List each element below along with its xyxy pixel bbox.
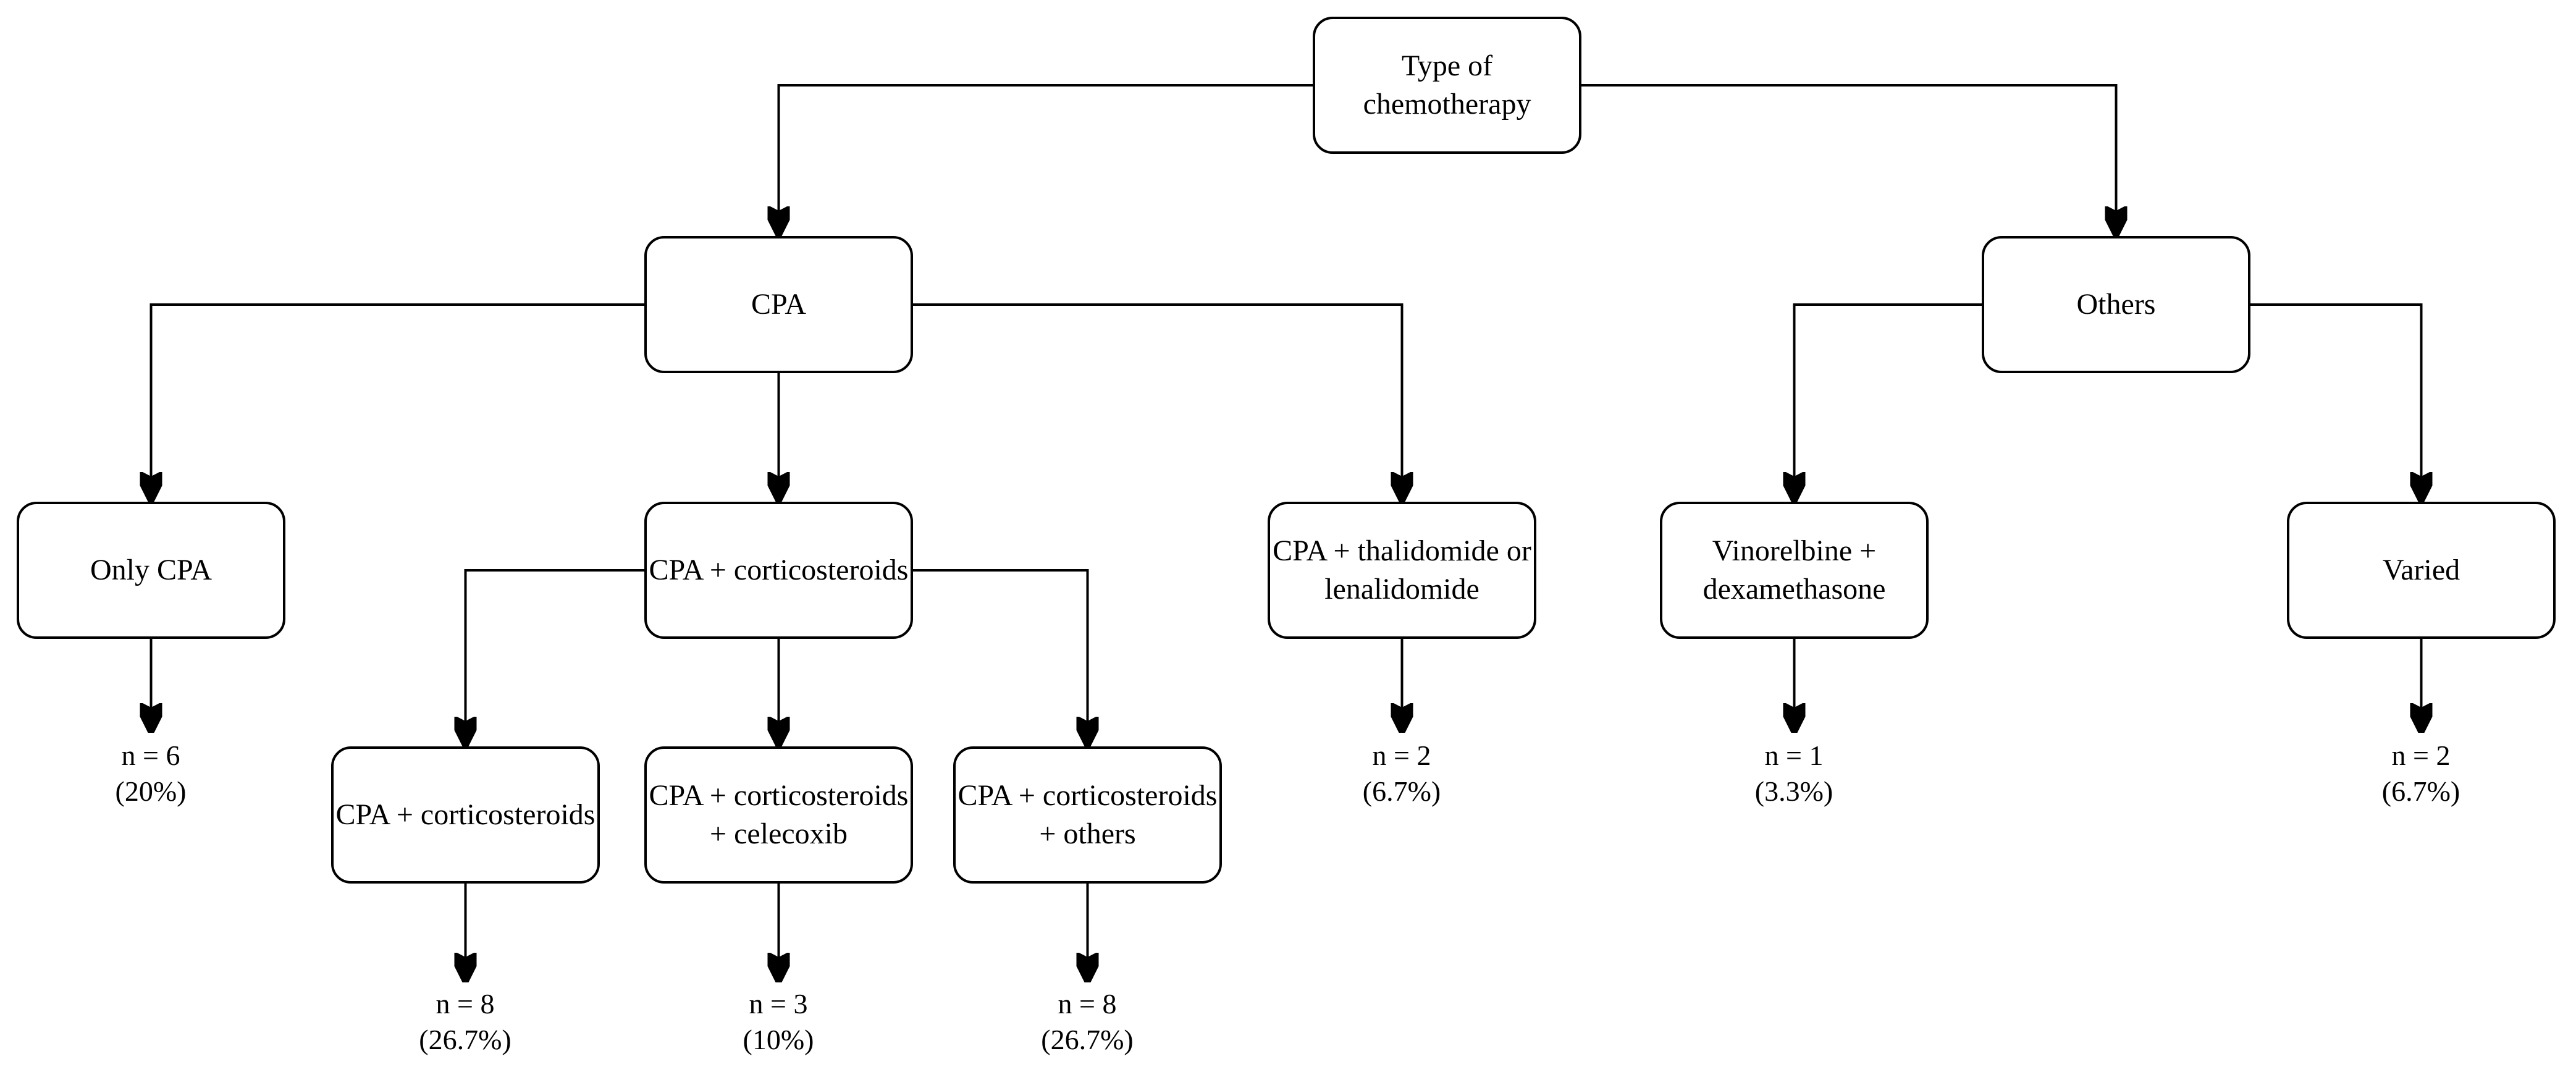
count-cpa-corticosteroids-others: n = 8 (26.7%) [964, 986, 1211, 1058]
edge-others-to-varied [2249, 303, 2422, 497]
node-only-cpa: Only CPA [17, 502, 285, 639]
node-cpa-thalidomide-or-lenalidomide: CPA + thalidomide or lenalidomide [1268, 502, 1536, 639]
node-label: CPA + corticosteroids [335, 798, 596, 831]
count-varied: n = 2 (6.7%) [2297, 738, 2544, 809]
edge-corticosteroids-to-cortico-others [912, 569, 1088, 741]
node-cpa-corticosteroids: CPA + corticosteroids [331, 746, 600, 884]
node-type-of-chemotherapy: Type of chemotherapy [1313, 17, 1581, 154]
edge-cpa-to-only-cpa [151, 303, 646, 497]
node-cpa-corticosteroids-group: CPA + corticosteroids [644, 502, 913, 639]
node-label: + others [1039, 817, 1136, 850]
count-n: n = 3 [749, 988, 808, 1019]
node-label: chemotherapy [1363, 88, 1531, 120]
node-label: CPA + thalidomide or [1273, 534, 1531, 567]
node-cpa: CPA [644, 236, 913, 373]
count-cpa-corticosteroids-celecoxib: n = 3 (10%) [655, 986, 902, 1058]
node-vinorelbine-dexamethasone: Vinorelbine + dexamethasone [1660, 502, 1929, 639]
count-pct: (6.7%) [2381, 775, 2460, 807]
node-label: CPA + corticosteroids [958, 779, 1218, 812]
node-others: Others [1982, 236, 2250, 373]
node-label: Only CPA [90, 554, 212, 586]
node-label: Vinorelbine + [1712, 534, 1877, 567]
count-cpa-thalidomide: n = 2 (6.7%) [1278, 738, 1525, 809]
node-label: CPA + corticosteroids [649, 554, 909, 586]
count-pct: (26.7%) [1041, 1024, 1134, 1055]
count-vinorelbine: n = 1 (3.3%) [1670, 738, 1917, 809]
node-label: CPA [751, 288, 806, 321]
edge-corticosteroids-to-corticosteroids4 [466, 569, 646, 741]
edge-cpa-to-thalidomide [912, 303, 1402, 497]
node-label: Type of [1401, 49, 1493, 82]
count-pct: (26.7%) [419, 1024, 511, 1055]
edge-root-to-cpa [779, 84, 1313, 231]
count-pct: (6.7%) [1362, 775, 1441, 807]
node-cpa-corticosteroids-others: CPA + corticosteroids + others [953, 746, 1222, 884]
node-varied: Varied [2287, 502, 2556, 639]
count-cpa-corticosteroids: n = 8 (26.7%) [342, 986, 589, 1058]
count-n: n = 2 [1372, 740, 1431, 771]
count-n: n = 6 [121, 740, 180, 771]
node-label: lenalidomide [1324, 573, 1480, 606]
count-n: n = 8 [436, 988, 495, 1019]
node-label: dexamethasone [1703, 573, 1886, 606]
count-pct: (10%) [743, 1024, 814, 1055]
node-label: + celecoxib [710, 817, 848, 850]
count-n: n = 2 [2391, 740, 2451, 771]
count-pct: (20%) [115, 775, 187, 807]
node-label: CPA + corticosteroids [649, 779, 909, 812]
node-label: Others [2076, 288, 2156, 321]
count-n: n = 8 [1058, 988, 1117, 1019]
node-cpa-corticosteroids-celecoxib: CPA + corticosteroids + celecoxib [644, 746, 913, 884]
edge-root-to-others [1580, 84, 2116, 231]
count-pct: (3.3%) [1754, 775, 1833, 807]
edge-others-to-vinorelbine [1795, 303, 1983, 497]
count-only-cpa: n = 6 (20%) [27, 738, 274, 809]
count-n: n = 1 [1764, 740, 1824, 771]
node-label: Varied [2382, 554, 2460, 586]
